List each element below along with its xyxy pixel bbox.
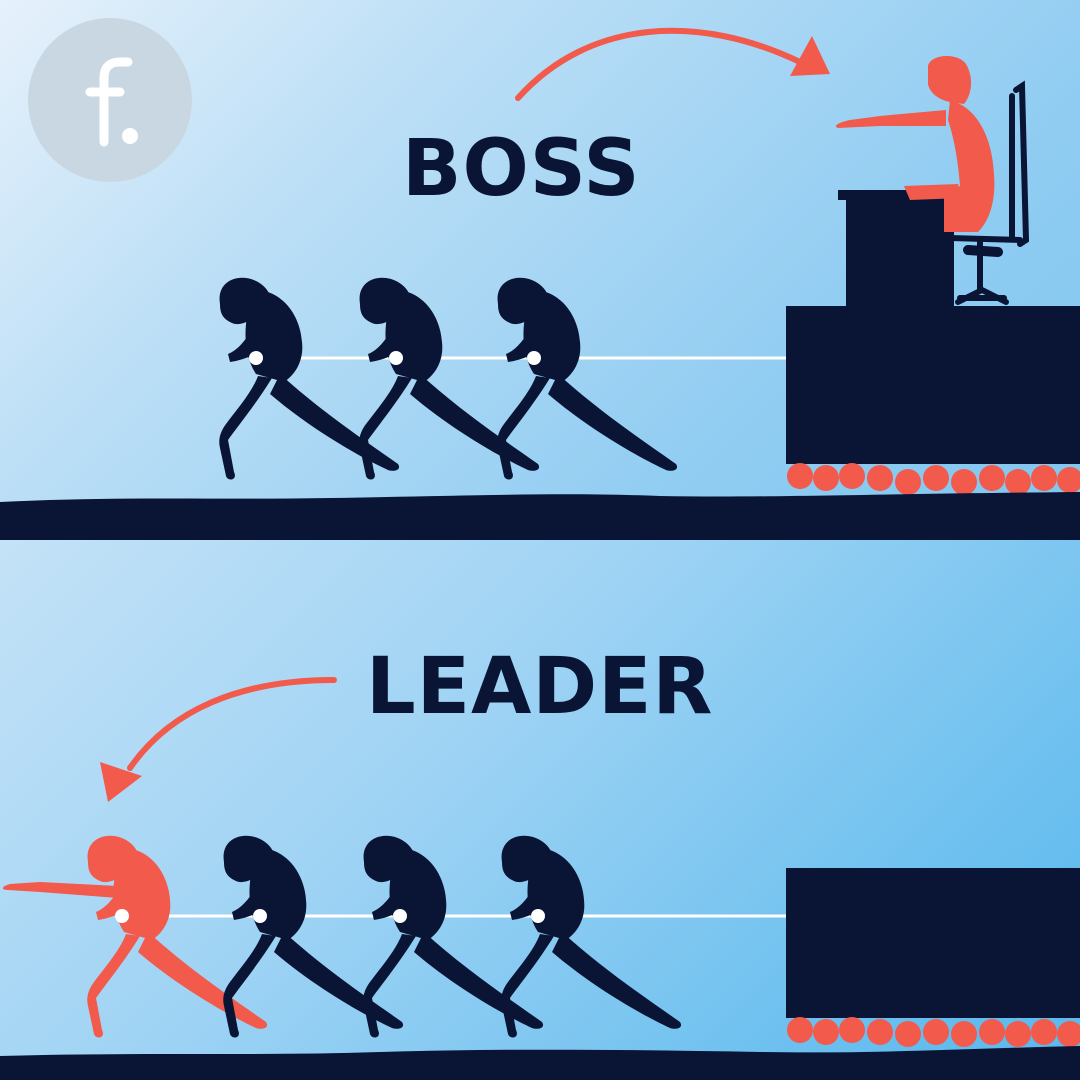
worker-figure-icon <box>501 835 682 1038</box>
ground <box>0 1046 1080 1080</box>
roller-icon <box>787 1017 1080 1047</box>
curved-arrow-icon <box>515 27 830 101</box>
boss-title: BOSS <box>402 124 641 214</box>
office-chair-icon <box>947 80 1030 305</box>
ground <box>0 492 1080 540</box>
leader-panel: LEADER <box>0 540 1080 1080</box>
leader-figure-icon <box>2 835 268 1038</box>
block <box>786 868 1080 1018</box>
worker-figure-icon <box>223 835 404 1038</box>
worker-figure-icon <box>497 277 678 480</box>
roller-icon <box>787 463 1080 495</box>
desk-icon <box>838 190 960 308</box>
boss-panel: BOSS <box>0 0 1080 540</box>
leader-title: LEADER <box>366 642 714 732</box>
block <box>786 306 1080 464</box>
worker-figure-icon <box>359 277 540 480</box>
worker-figure-icon <box>363 835 544 1038</box>
worker-figure-icon <box>219 277 400 480</box>
logo-icon <box>28 18 192 182</box>
curved-arrow-icon <box>100 677 337 802</box>
boss-figure-icon <box>835 55 995 232</box>
